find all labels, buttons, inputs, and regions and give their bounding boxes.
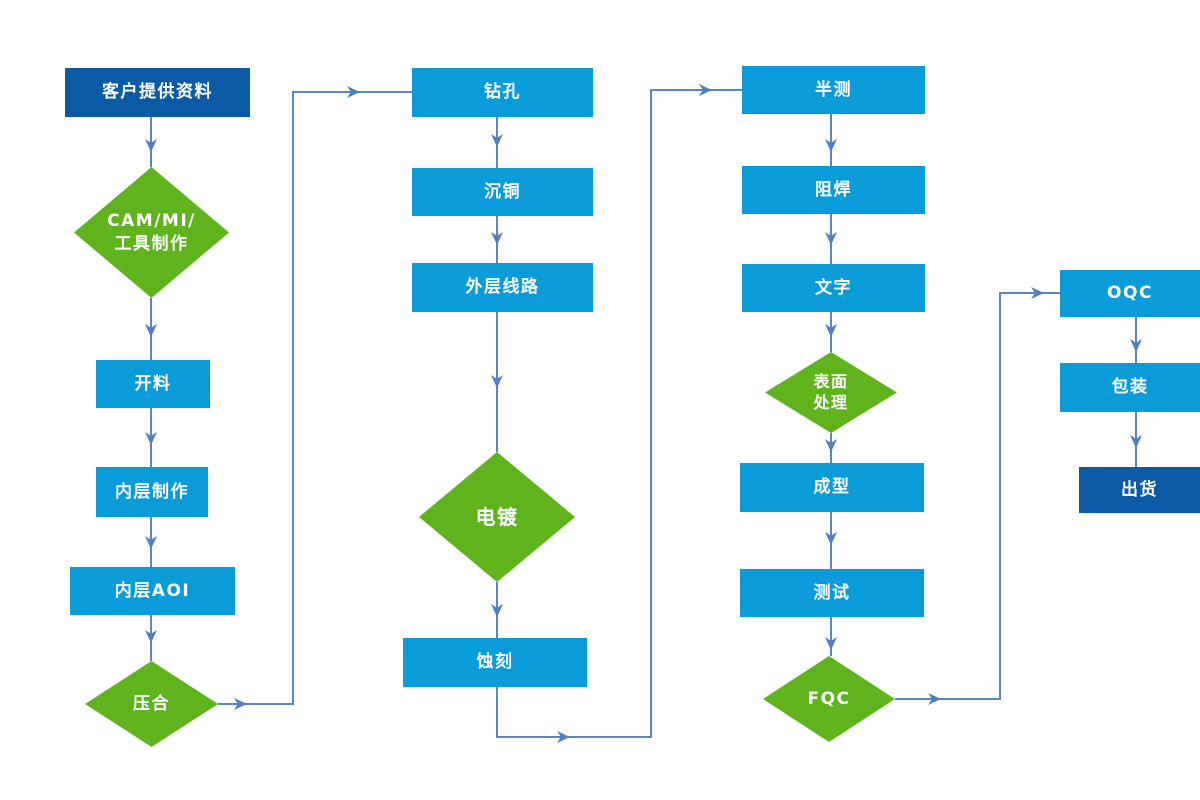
node-label: 压合: [133, 693, 170, 714]
node-fqc: FQC: [763, 656, 895, 742]
node-label: FQC: [807, 688, 851, 709]
node-label: 蚀刻: [476, 652, 514, 673]
node-silkscreen: 文字: [742, 264, 925, 312]
node-label: 沉铜: [484, 181, 521, 202]
connector-fqc-elbow-h2: [1001, 292, 1060, 294]
node-label-line1: 表面: [813, 371, 849, 391]
node-label-line1: CAM/MI/: [107, 211, 196, 232]
node-surface-treatment: 表面 处理: [765, 352, 897, 433]
node-inner-layer: 内层制作: [96, 467, 208, 517]
node-copper-deposition: 沉铜: [412, 168, 593, 216]
node-cutting: 开料: [96, 360, 210, 408]
node-label: 钻孔: [484, 82, 521, 103]
node-label: 客户提供资料: [102, 82, 213, 103]
node-plating: 电镀: [419, 452, 575, 582]
node-label: 内层AOI: [114, 580, 191, 601]
connector-etching-elbow-v2: [650, 89, 652, 738]
node-label: 内层制作: [115, 481, 189, 502]
node-label: 成型: [813, 477, 851, 498]
connector-customer-cam: [150, 117, 152, 167]
node-label-line2: 工具制作: [114, 233, 189, 254]
connector-lamination-elbow-h1: [218, 703, 294, 705]
node-lamination: 压合: [85, 661, 218, 747]
connector-fqc-elbow-h1: [895, 698, 1001, 700]
connector-lamination-elbow-v: [292, 91, 294, 705]
node-cam-tooling: CAM/MI/ 工具制作: [74, 167, 229, 298]
node-solder-mask: 阻焊: [742, 166, 925, 214]
node-packaging: 包装: [1060, 363, 1200, 412]
connector-etching-elbow-h1: [496, 736, 652, 738]
node-inner-aoi: 内层AOI: [70, 567, 235, 615]
node-label: 测试: [813, 582, 851, 603]
connector-fqc-elbow-v: [999, 292, 1001, 700]
node-label-line2: 处理: [813, 392, 849, 412]
connector-halftest-soldermask: [830, 114, 832, 166]
node-label: 电镀: [475, 505, 519, 529]
node-drilling: 钻孔: [412, 68, 593, 117]
node-half-test: 半测: [742, 66, 925, 114]
connector-oqc-packaging: [1135, 317, 1137, 363]
node-oqc: OQC: [1060, 270, 1200, 317]
node-label: 外层线路: [465, 277, 540, 298]
connector-etching-elbow-h2: [652, 89, 742, 91]
node-shipping: 出货: [1079, 467, 1200, 513]
node-label: 开料: [134, 373, 172, 394]
node-label: 阻焊: [815, 179, 852, 200]
node-label: 出货: [1121, 479, 1158, 500]
connector-testing-fqc: [830, 617, 832, 656]
node-testing: 测试: [740, 569, 924, 617]
node-forming: 成型: [740, 463, 924, 512]
connector-etching-elbow-v1: [496, 687, 498, 738]
node-customer-data: 客户提供资料: [65, 68, 250, 117]
node-etching: 蚀刻: [403, 638, 587, 687]
node-label: 半测: [815, 79, 852, 100]
node-outer-circuit: 外层线路: [412, 263, 593, 312]
node-label: 文字: [815, 277, 852, 298]
node-label: OQC: [1107, 283, 1153, 304]
node-label: 包装: [1111, 377, 1149, 398]
